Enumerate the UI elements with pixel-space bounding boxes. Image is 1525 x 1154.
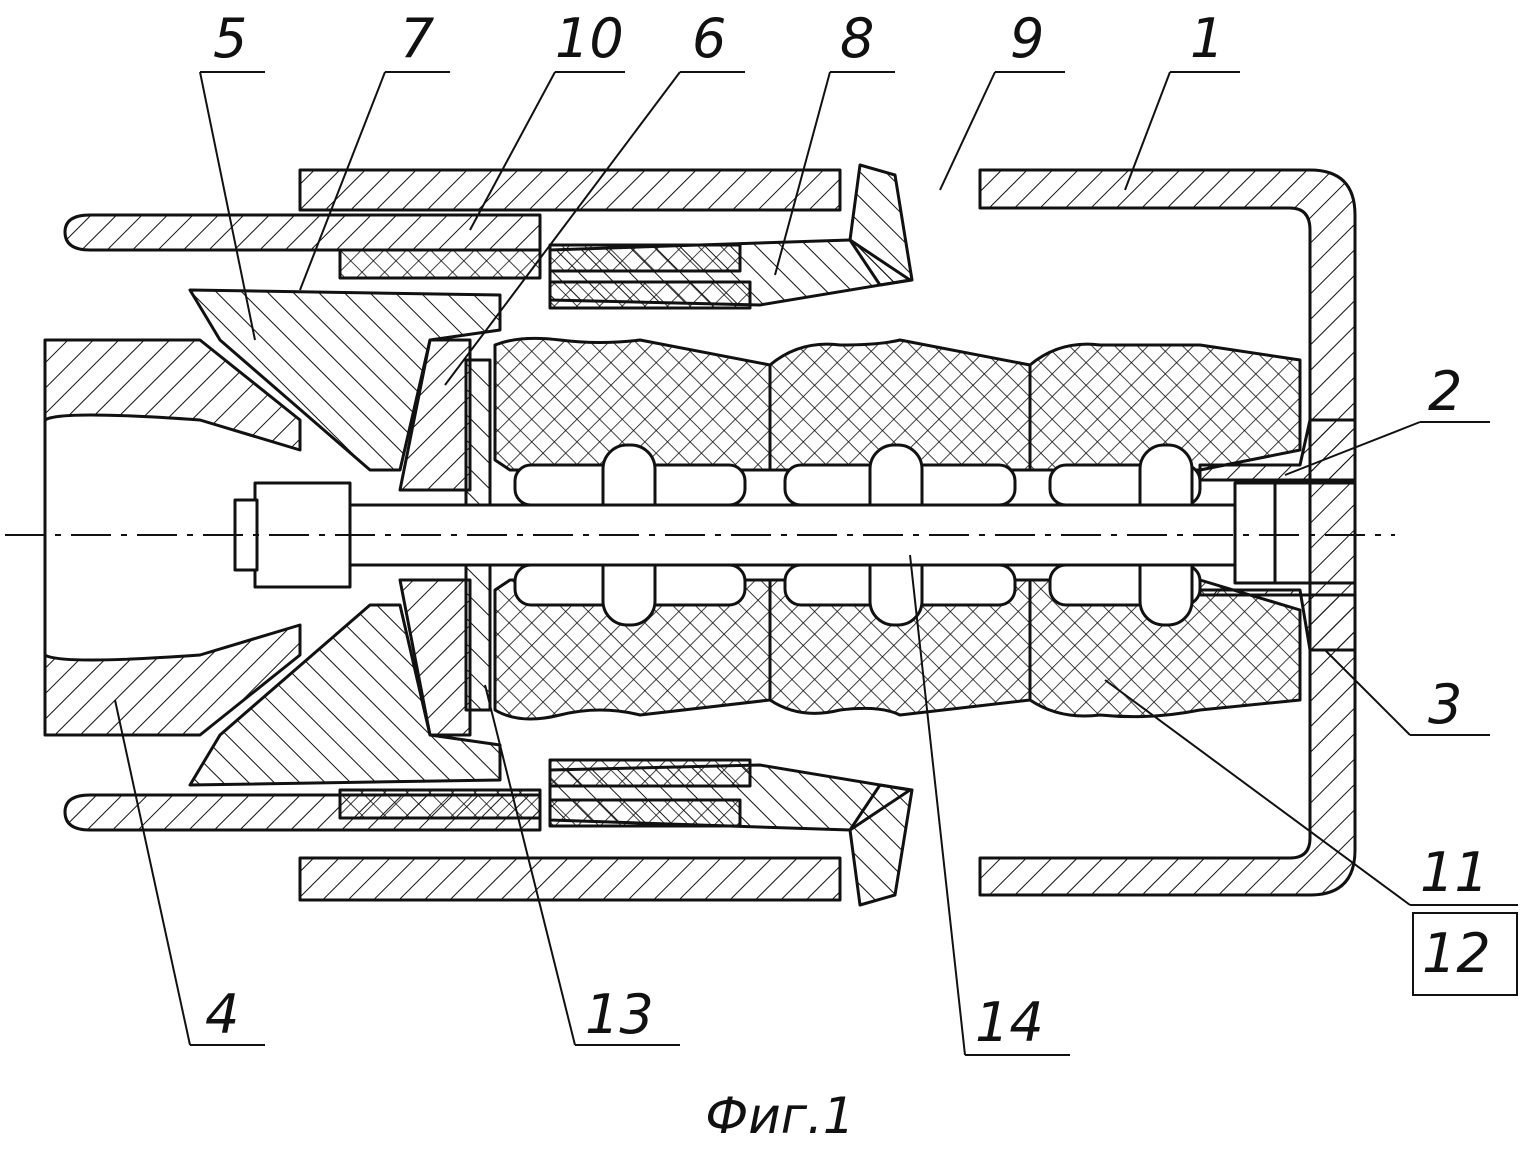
spring-bottom-a (338, 788, 542, 820)
inner-casing-top (43, 338, 302, 452)
leader-1b (1124, 71, 1171, 191)
leader-4b (114, 699, 191, 1046)
end-cap-top (1198, 418, 1357, 482)
inner-casing-bottom (43, 623, 302, 737)
spring-top-a (338, 248, 542, 280)
label-13: 13 (585, 983, 654, 1046)
figure-caption: Фиг.1 (705, 1087, 855, 1145)
elastic-ring-1 (493, 336, 772, 472)
elastic-ring-4 (493, 578, 772, 721)
housing-top (298, 168, 842, 212)
label-12: 12 (1422, 922, 1491, 985)
label-5: 5 (213, 7, 248, 70)
label-3: 3 (1428, 673, 1463, 736)
spring-top-b (548, 243, 742, 273)
label-9: 9 (1010, 7, 1045, 70)
leader-7b (299, 71, 386, 291)
label-6: 6 (692, 7, 727, 70)
label-12-box (1412, 912, 1518, 996)
leader-2b (1284, 421, 1421, 476)
label-8: 8 (840, 7, 875, 70)
leader-11b (1104, 679, 1411, 906)
end-cap-bottom (1198, 588, 1357, 652)
sleeve-top (63, 213, 542, 252)
leader-5b (199, 71, 256, 341)
spring-bottom-b (548, 798, 742, 828)
label-14: 14 (975, 991, 1044, 1054)
elastic-ring-3 (1028, 342, 1302, 472)
leader-3b (1324, 649, 1411, 736)
elastic-ring-2 (768, 338, 1032, 472)
leader-14b (909, 554, 966, 1056)
housing-bottom (298, 856, 842, 902)
label-10: 10 (555, 7, 624, 70)
label-7: 7 (400, 7, 435, 70)
leader-8b (774, 71, 831, 276)
elastic-ring-6 (1028, 578, 1302, 719)
leader-13b (484, 684, 576, 1046)
cone-top (188, 288, 502, 472)
leader-6b (444, 71, 681, 386)
spring-top-c (548, 280, 752, 310)
label-2: 2 (1428, 360, 1463, 423)
bolt-end (1275, 481, 1357, 585)
elastic-ring-5 (768, 578, 1032, 717)
housing-right (978, 168, 1357, 897)
label-1: 1 (1190, 7, 1225, 70)
cone-bottom (188, 603, 502, 787)
spring-bottom-c (548, 758, 752, 788)
leader-10b (469, 71, 556, 231)
bolt-head (1233, 481, 1277, 585)
label-11: 11 (1420, 841, 1489, 904)
label-4: 4 (205, 983, 240, 1046)
leader-9b (939, 71, 996, 191)
